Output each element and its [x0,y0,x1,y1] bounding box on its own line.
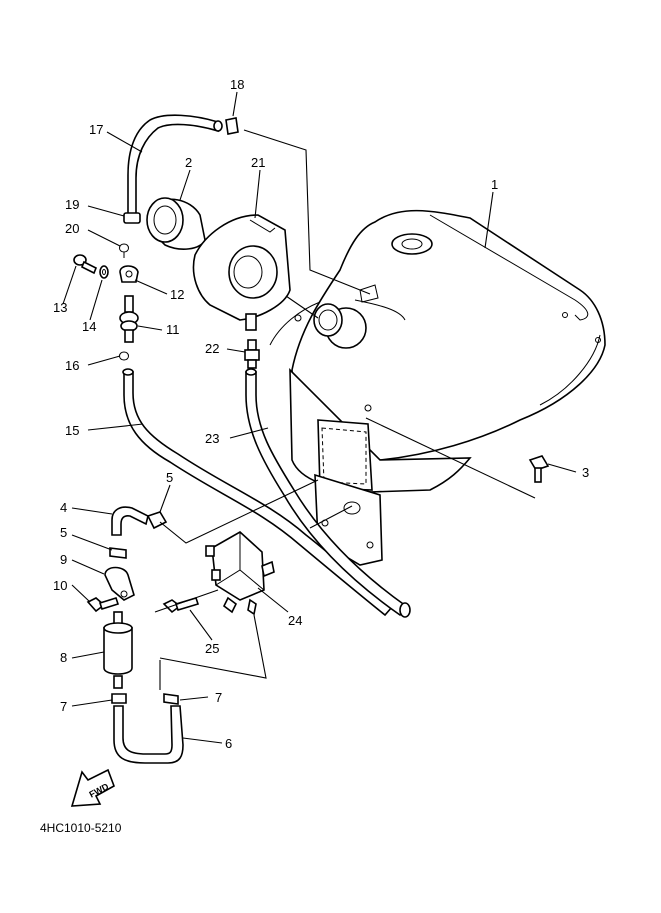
leader-lines [62,91,577,744]
callout-12: 12 [170,287,184,302]
callout-14: 14 [82,319,96,334]
callout-22: 22 [205,341,219,356]
clip-5-lower [109,547,127,559]
callout-7-right: 7 [215,690,222,705]
bolt-25 [162,597,200,614]
callout-3: 3 [582,465,589,480]
callout-8: 8 [60,650,67,665]
fwd-arrow-icon: FWD [70,768,115,807]
callout-18: 18 [230,77,244,92]
callout-9: 9 [60,552,67,567]
callout-11: 11 [166,322,180,337]
callout-10: 10 [53,578,67,593]
fuel-pump-24 [205,531,275,616]
callout-23: 23 [205,431,219,446]
nipple-22 [244,339,260,369]
hose-6 [113,705,184,764]
fuel-tank [269,209,606,566]
callout-20: 20 [65,221,79,236]
callout-5-lower: 5 [60,525,67,540]
callout-2: 2 [185,155,192,170]
tank-cover [192,214,291,331]
valve-11 [119,295,139,343]
callout-25: 25 [205,641,219,656]
clip-16 [119,351,129,361]
clamp-9 [104,566,135,601]
callout-4: 4 [60,500,67,515]
bolt-3 [528,455,550,483]
callout-labels: 1 2 21 18 17 19 20 13 14 12 11 16 22 15 … [53,77,589,751]
filler-neck-adapter [313,303,367,349]
callout-6: 6 [225,736,232,751]
breather-hose [127,114,223,221]
callout-1: 1 [491,177,498,192]
callout-5-upper: 5 [166,470,173,485]
fuel-filter-8 [103,611,133,689]
clamp-7-right [163,693,179,705]
callout-21: 21 [251,155,265,170]
callout-24: 24 [288,613,302,628]
filler-cap [146,197,206,250]
clamp-7-left [111,693,127,704]
clip-20 [119,243,129,258]
hose-clip-18 [225,117,239,135]
callout-17: 17 [89,122,103,137]
bolt-13 [73,254,98,275]
hose-clamp-19 [123,212,141,224]
callout-19: 19 [65,197,79,212]
callout-16: 16 [65,358,79,373]
vent-hose-23 [245,368,411,618]
callout-7-left: 7 [60,699,67,714]
clip-5-upper [146,511,168,530]
hose-4 [111,506,149,536]
diagram-part-number: 4HC1010-5210 [40,821,122,835]
washer-14 [99,265,109,279]
callout-13: 13 [53,300,67,315]
callout-15: 15 [65,423,79,438]
bolt-10 [86,597,120,613]
